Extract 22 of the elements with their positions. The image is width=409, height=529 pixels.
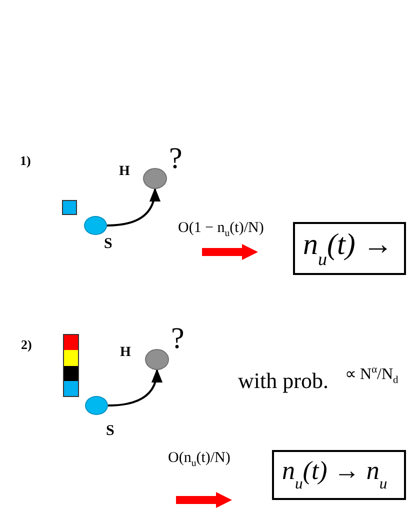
node-label: H [120, 345, 131, 361]
stacked-bar [63, 334, 79, 397]
square-node [62, 200, 77, 215]
formula-box: n$_{u}$(t) → n$_{u}$ [272, 450, 406, 500]
node-label: H [119, 164, 130, 180]
formula-box: n$_{u}$(t) → [293, 222, 406, 275]
curved-arrow [106, 188, 160, 226]
formula: ∝ N$^{α}$/N$_{d}$ [345, 364, 398, 386]
question-mark: ? [171, 322, 184, 356]
formula: O(1 − n$_{u}$(t)/N) [178, 220, 264, 239]
question-mark: ? [169, 142, 182, 176]
step-number: 2) [21, 337, 32, 353]
node-label: S [104, 236, 112, 253]
node-label: S [106, 423, 114, 440]
formula: O(n$_{u}$(t)/N) [168, 450, 230, 469]
circle-node [85, 396, 108, 415]
curved-arrow [108, 368, 162, 406]
circle-node [84, 216, 107, 235]
step-number: 1) [20, 153, 31, 169]
circle-node [145, 349, 169, 370]
circle-node [143, 168, 167, 189]
text-label: with prob. [238, 368, 328, 394]
